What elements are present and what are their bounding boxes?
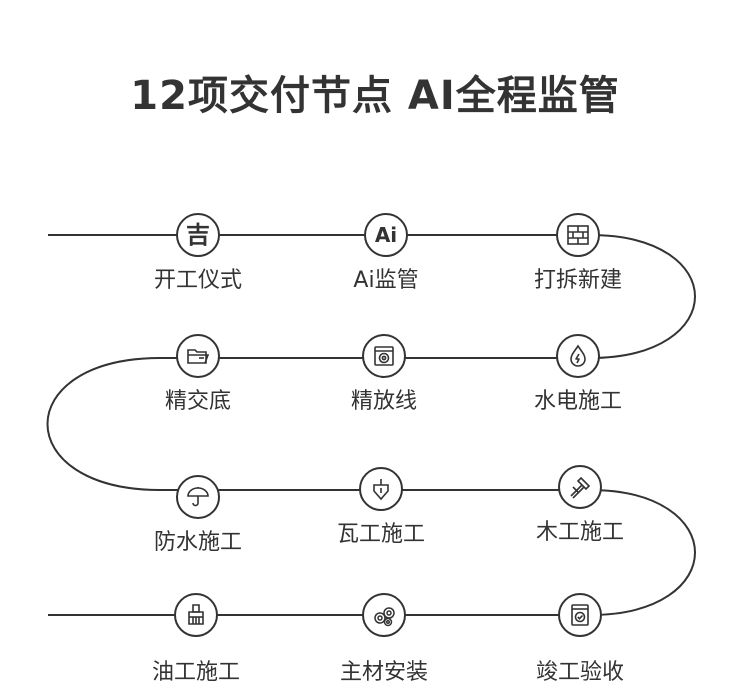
node-label: 油工施工 bbox=[151, 660, 240, 685]
ji-character-icon: 吉 bbox=[176, 213, 220, 257]
node-label: 精放线 bbox=[350, 389, 417, 414]
node-label: 精交底 bbox=[164, 389, 231, 414]
paint-brush-icon bbox=[174, 593, 218, 637]
node-jiaodi: 精交底 bbox=[128, 334, 268, 416]
node-kaigong: 吉 开工仪式 bbox=[128, 213, 268, 295]
node-ai-jianguan: Ai Ai监管 bbox=[316, 213, 456, 295]
node-label: 主材安装 bbox=[339, 660, 428, 685]
node-yougong: 油工施工 bbox=[126, 593, 266, 687]
node-daichai: 打拆新建 bbox=[508, 213, 648, 295]
ai-badge-icon: Ai bbox=[364, 213, 408, 257]
hammer-icon bbox=[558, 465, 602, 509]
brick-wall-icon bbox=[556, 213, 600, 257]
node-shuidian: 水电施工 bbox=[508, 334, 648, 416]
check-window-icon bbox=[558, 593, 602, 637]
pipes-icon bbox=[362, 593, 406, 637]
node-label: 瓦工施工 bbox=[336, 522, 425, 547]
node-fangshui: 防水施工 bbox=[128, 475, 268, 557]
trowel-icon bbox=[359, 467, 403, 511]
water-electric-icon bbox=[556, 334, 600, 378]
node-label: Ai监管 bbox=[353, 268, 419, 293]
washing-machine-icon bbox=[362, 334, 406, 378]
folder-icon bbox=[176, 334, 220, 378]
umbrella-icon bbox=[176, 475, 220, 519]
node-label: 打拆新建 bbox=[533, 268, 622, 293]
node-jungong: 竣工验收 bbox=[510, 593, 650, 687]
node-label: 木工施工 bbox=[535, 520, 624, 545]
node-wagong: 瓦工施工 bbox=[311, 467, 451, 549]
node-label: 竣工验收 bbox=[535, 660, 624, 685]
node-mugong: 木工施工 bbox=[510, 465, 650, 547]
node-label: 水电施工 bbox=[533, 389, 622, 414]
page-title: 12项交付节点 AI全程监管 bbox=[130, 73, 620, 119]
node-fangxian: 精放线 bbox=[314, 334, 454, 416]
node-label: 开工仪式 bbox=[153, 268, 242, 293]
node-zhucai: 主材安装 bbox=[314, 593, 454, 687]
node-label: 防水施工 bbox=[153, 530, 242, 555]
